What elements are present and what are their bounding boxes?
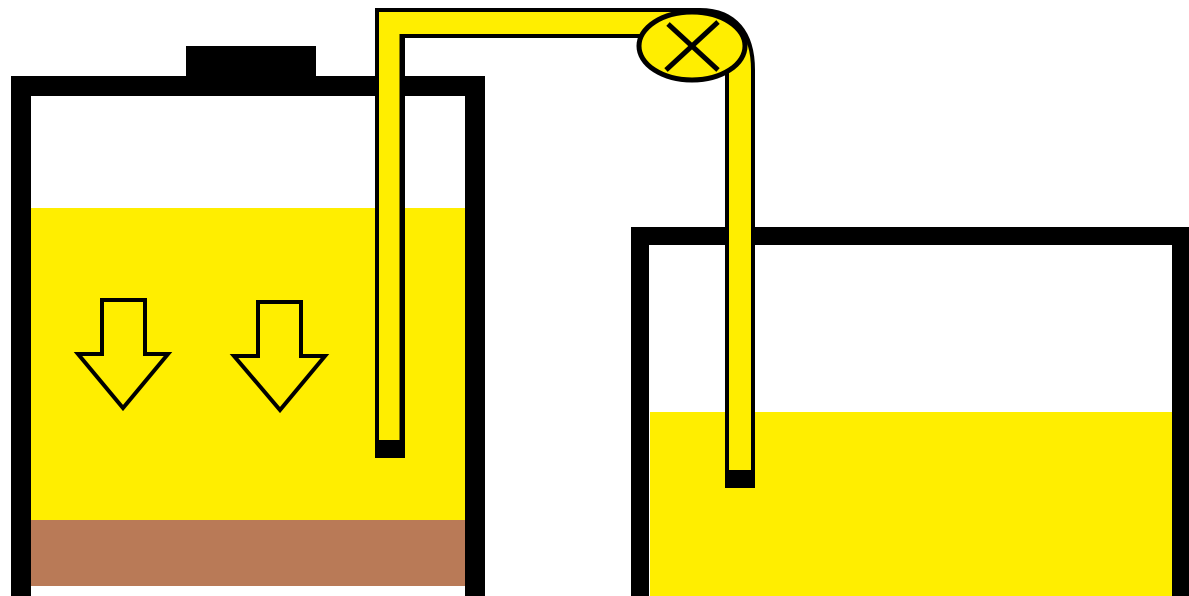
sediment-layer: [31, 520, 465, 586]
receiving-tank-outline: [631, 227, 1189, 596]
valve-icon: [636, 9, 748, 83]
down-arrow-icon: [73, 298, 173, 412]
valve-cross-2: [664, 20, 720, 72]
down-arrow-icon: [229, 300, 330, 414]
tank-cap: [186, 46, 316, 84]
source-tank-outline: [11, 76, 485, 596]
